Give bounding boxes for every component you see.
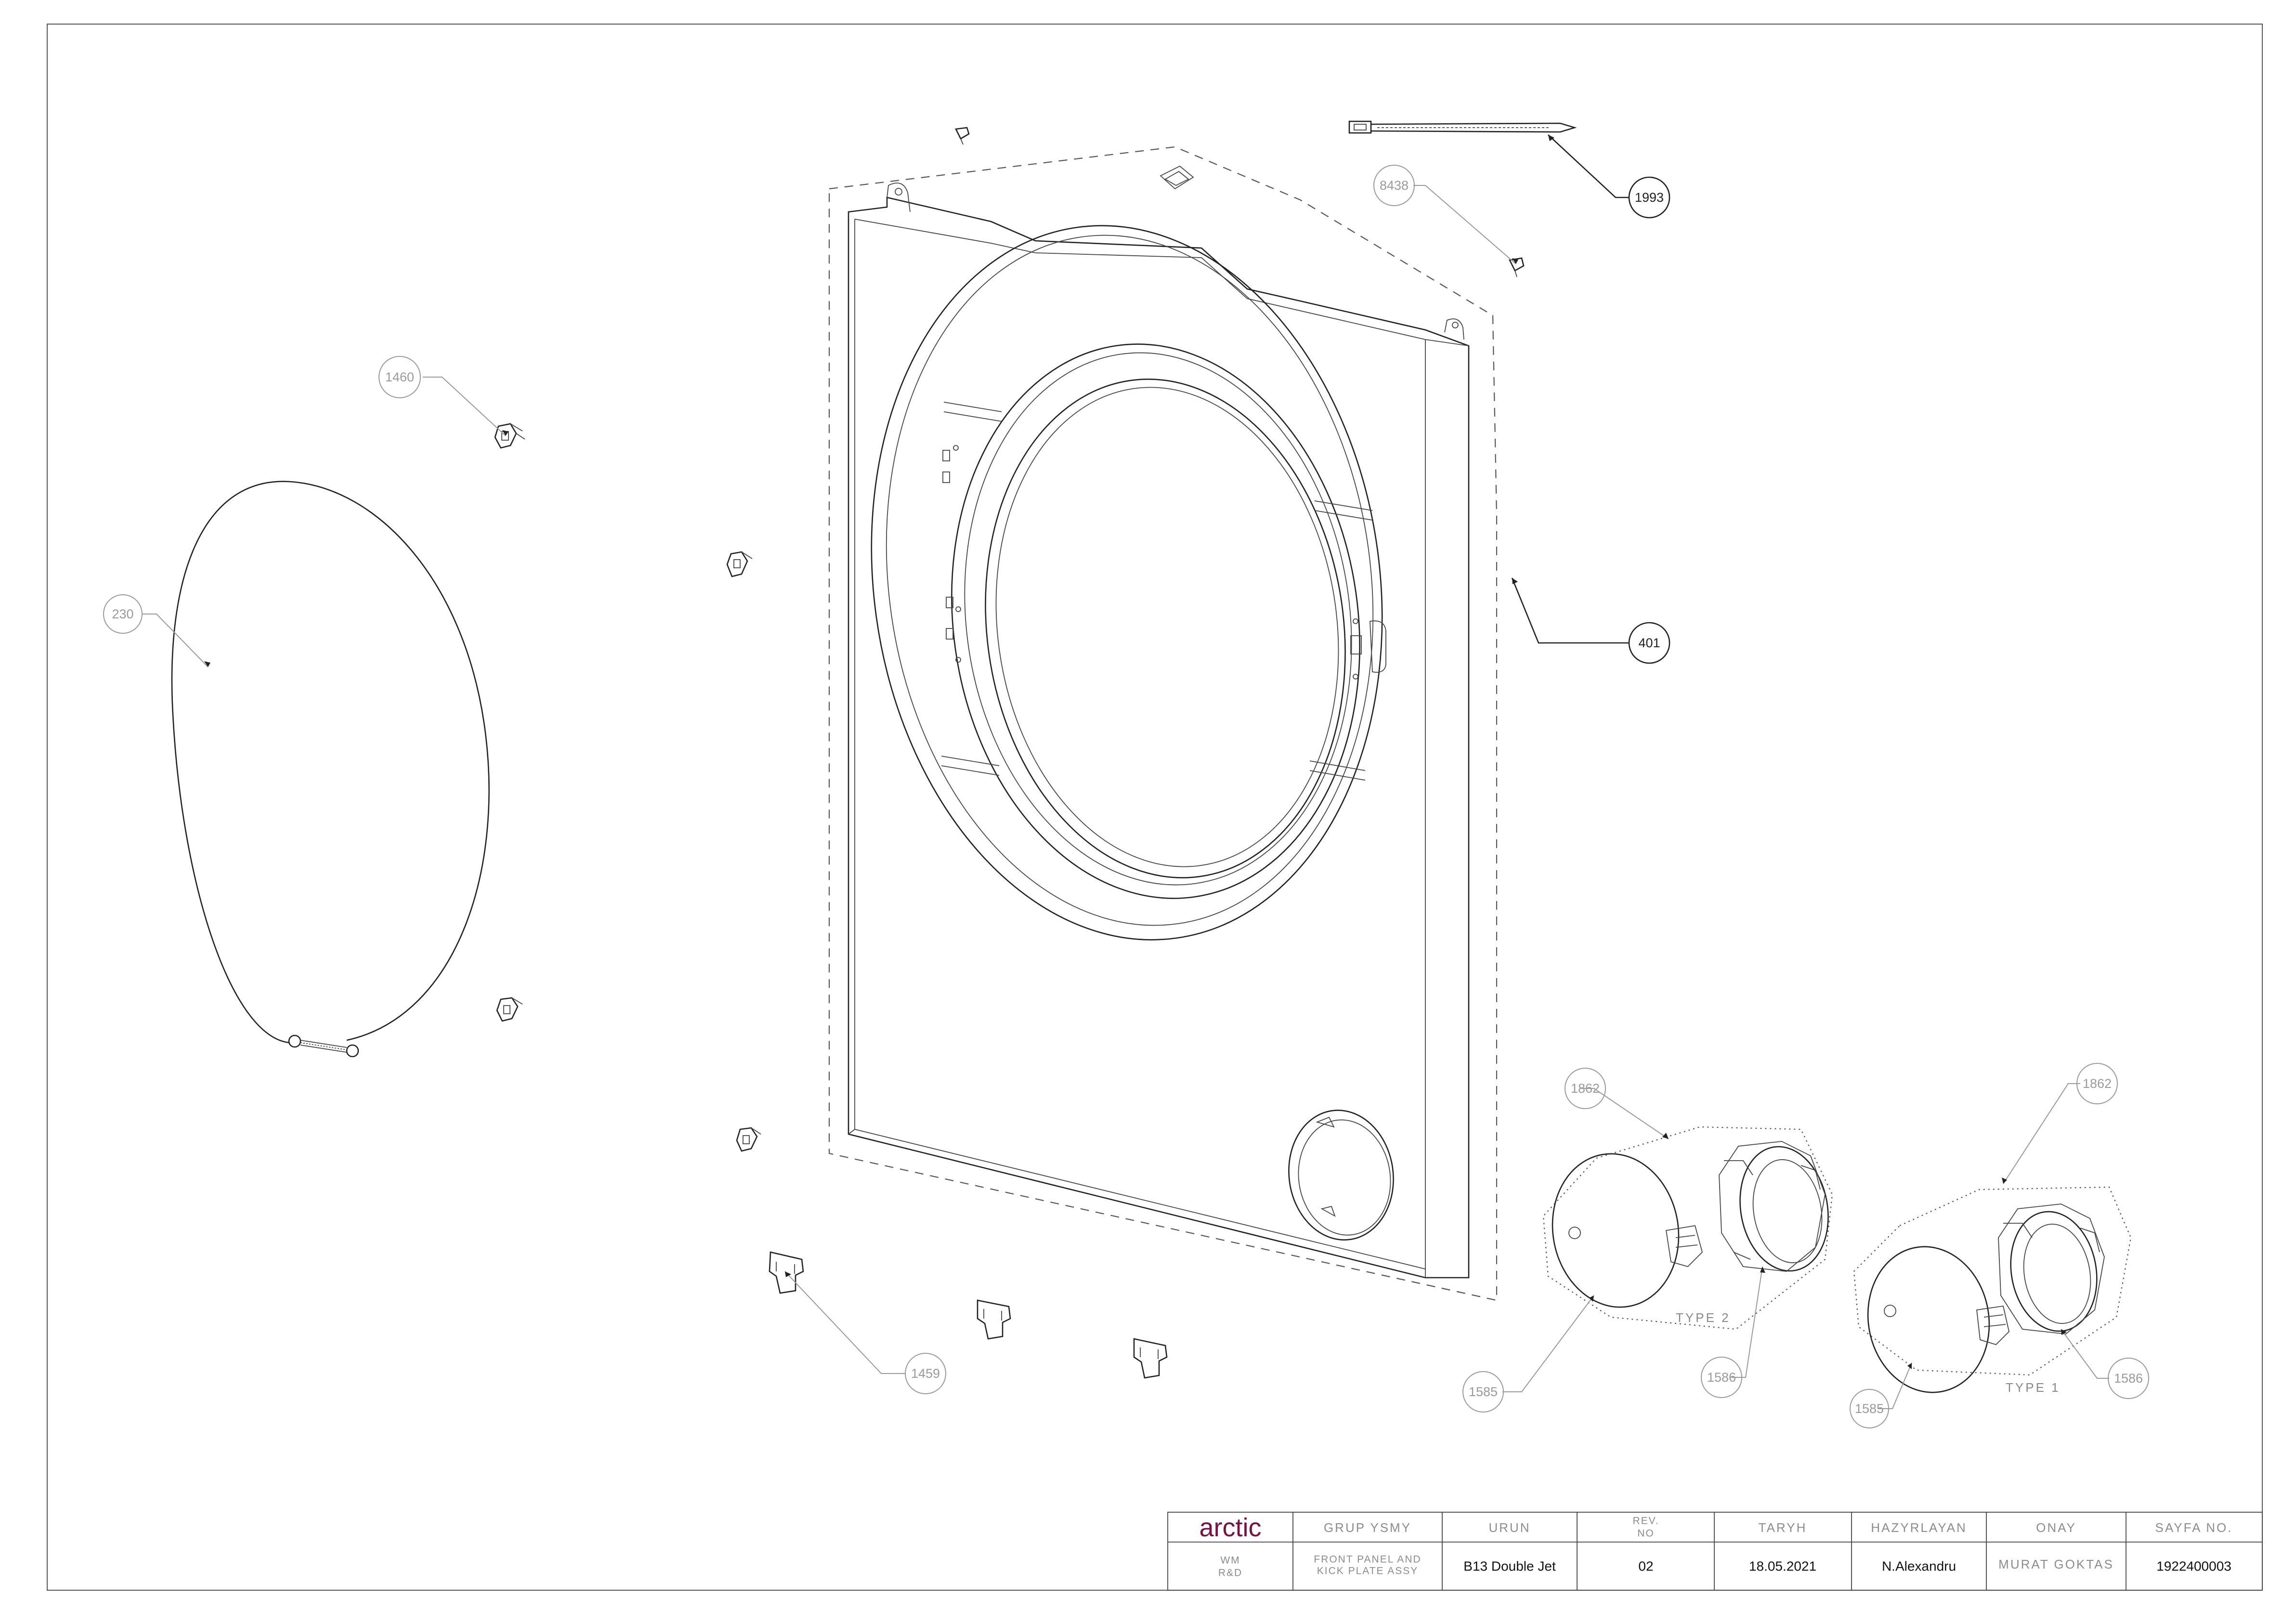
callout-8438-label: 8438 bbox=[1380, 178, 1409, 193]
callout-1585-type1-label: 1585 bbox=[1855, 1401, 1884, 1416]
callout-1586-type2-label: 1586 bbox=[1707, 1370, 1736, 1385]
door-clip-a bbox=[494, 423, 525, 449]
callout-1585-type2: 1585 bbox=[1462, 1371, 1504, 1413]
callout-1585-type1: 1585 bbox=[1850, 1389, 1889, 1428]
front-panel-part-401 bbox=[828, 146, 1498, 1301]
group-value-line1: FRONT PANEL AND bbox=[1314, 1554, 1421, 1565]
date-value: 18.05.2021 bbox=[1749, 1559, 1816, 1574]
type-2-label: TYPE 2 bbox=[1676, 1310, 1731, 1325]
rev-header-line2: NO bbox=[1637, 1528, 1655, 1539]
kick-plate-type-2-assembly bbox=[1542, 1126, 1833, 1330]
kick-plate-clip-a bbox=[769, 1251, 804, 1294]
cable-tie-part-1993 bbox=[1348, 120, 1577, 134]
kick-plate-type-1-assembly bbox=[1853, 1186, 2132, 1393]
callout-1586-type1: 1586 bbox=[2108, 1358, 2149, 1399]
approved-header: ONAY bbox=[2036, 1520, 2076, 1535]
dept-line2: R&D bbox=[1218, 1568, 1242, 1579]
arctic-logo: arctic bbox=[1199, 1513, 1261, 1542]
callout-401: 401 bbox=[1628, 622, 1670, 664]
door-clip-d bbox=[736, 1127, 761, 1152]
door-clip-c bbox=[496, 997, 523, 1022]
type-1-label: TYPE 1 bbox=[2006, 1380, 2061, 1395]
group-value-line2: KICK PLATE ASSY bbox=[1317, 1566, 1419, 1577]
callout-1460: 1460 bbox=[378, 356, 421, 398]
prepared-header: HAZYRLAYAN bbox=[1871, 1520, 1967, 1535]
callout-8438: 8438 bbox=[1373, 165, 1415, 206]
callout-230: 230 bbox=[103, 594, 143, 634]
title-block: arctic GRUP YSMY URUN REV. NO TARYH HAZY… bbox=[1167, 1512, 2263, 1591]
group-header: GRUP YSMY bbox=[1324, 1520, 1411, 1535]
callout-1862-type2-label: 1862 bbox=[1571, 1081, 1600, 1096]
approved-value: MURAT GOKTAS bbox=[1998, 1557, 2114, 1571]
screw-8438 bbox=[1509, 257, 1525, 277]
callout-1585-type2-label: 1585 bbox=[1469, 1385, 1498, 1399]
prepared-value: N.Alexandru bbox=[1882, 1559, 1956, 1574]
gasket-clamp-wire-part-230 bbox=[171, 481, 490, 1058]
callout-1862-type1: 1862 bbox=[2076, 1063, 2118, 1104]
callout-1586-type1-label: 1586 bbox=[2114, 1371, 2143, 1386]
kick-plate-clip-c bbox=[1133, 1338, 1168, 1379]
callout-1460-label: 1460 bbox=[385, 370, 414, 384]
callout-1459-label: 1459 bbox=[911, 1366, 940, 1381]
rev-value: 02 bbox=[1638, 1559, 1653, 1574]
product-header: URUN bbox=[1488, 1520, 1530, 1535]
callout-230-label: 230 bbox=[112, 607, 133, 621]
page-value: 1922400003 bbox=[2156, 1559, 2231, 1574]
leader-lines bbox=[142, 134, 2109, 1409]
dept-line1: WM bbox=[1220, 1555, 1240, 1566]
rev-header-line1: REV. bbox=[1632, 1516, 1659, 1527]
callout-1459: 1459 bbox=[905, 1353, 946, 1394]
date-header: TARYH bbox=[1759, 1520, 1807, 1535]
drawing-border bbox=[47, 24, 2263, 1591]
callout-1993: 1993 bbox=[1628, 176, 1670, 219]
door-clip-b bbox=[726, 551, 753, 577]
product-value: B13 Double Jet bbox=[1463, 1559, 1556, 1574]
callout-1993-label: 1993 bbox=[1635, 190, 1664, 205]
callout-1862-type1-label: 1862 bbox=[2083, 1076, 2112, 1091]
callout-1862-type2: 1862 bbox=[1565, 1068, 1606, 1109]
kick-plate-clip-b bbox=[977, 1299, 1011, 1340]
page-header: SAYFA NO. bbox=[2155, 1520, 2233, 1535]
front-panel-dashed-envelope bbox=[828, 146, 1498, 1301]
screw-top bbox=[955, 127, 970, 145]
callout-401-label: 401 bbox=[1638, 636, 1660, 650]
callout-1586-type2: 1586 bbox=[1701, 1357, 1742, 1398]
